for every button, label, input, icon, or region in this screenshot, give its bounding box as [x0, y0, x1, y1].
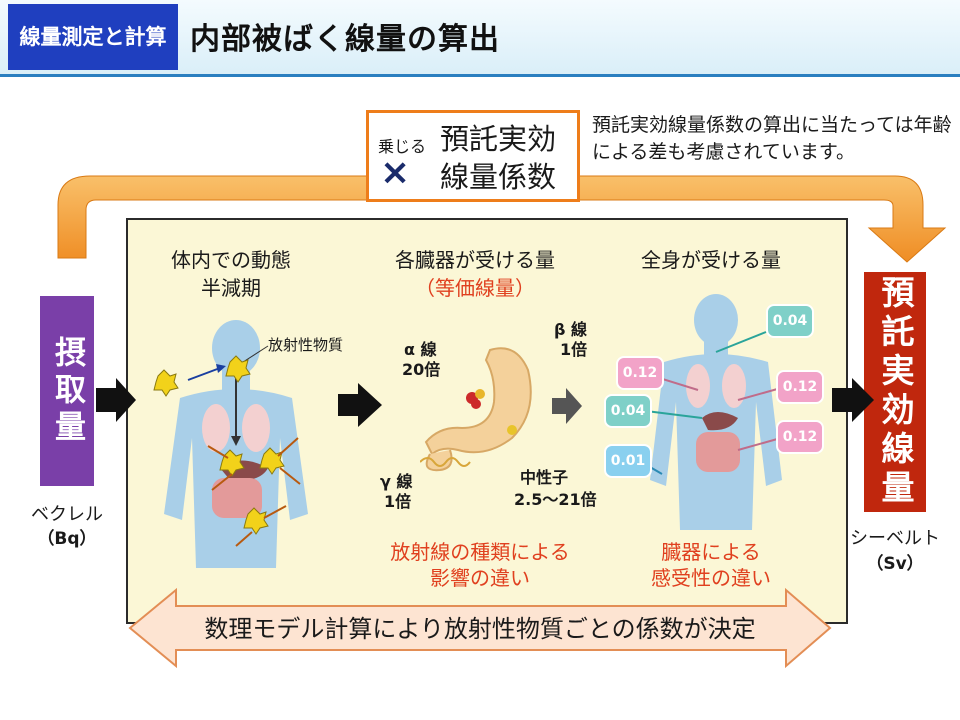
beta-ray-name: β 線 — [554, 320, 588, 339]
particle-icon — [225, 355, 251, 383]
coefficient-box — [366, 110, 580, 202]
weight-badge-skin: 0.01 — [604, 444, 652, 478]
gamma-ray-name: γ 線 — [380, 472, 413, 491]
panel2-subtitle: （等価線量） — [415, 276, 535, 300]
radiation-type-caption-line1: 放射線の種類による — [390, 540, 570, 564]
panel1-title-line2: 半減期 — [201, 276, 261, 300]
result-unit-name: シーベルト — [850, 528, 940, 549]
radiation-type-caption-line2: 影響の違い — [430, 566, 530, 590]
alpha-ray-name: α 線 — [404, 340, 437, 359]
arrow-step3-icon — [832, 378, 874, 422]
organ-sensitivity-caption-line2: 感受性の違い — [651, 566, 771, 590]
body-figure-2 — [637, 294, 789, 530]
multiply-icon: × — [380, 152, 411, 193]
beta-ray-factor: 1倍 — [560, 340, 588, 359]
intake-unit-name: ベクレル — [31, 504, 103, 525]
body-figure-1 — [153, 320, 308, 568]
weight-badge-thyroid: 0.04 — [766, 304, 814, 338]
panel1-title-line1: 体内での動態 — [171, 248, 291, 272]
neutron-factor: 2.5〜21倍 — [514, 490, 597, 509]
age-note: 預託実効線量係数の算出に当たっては年齢による差も考慮されています。 — [592, 114, 952, 163]
header-divider — [0, 74, 960, 77]
arrow-intake-icon — [96, 378, 136, 422]
weight-badge-lung: 0.12 — [616, 356, 664, 390]
arrow-step2-icon — [552, 388, 582, 424]
weight-badge-colon: 0.12 — [776, 420, 824, 454]
intake-box: 摂取量 — [40, 296, 94, 486]
panel2-title: 各臓器が受ける量 — [395, 248, 555, 272]
organ-sensitivity-caption-line1: 臓器による — [661, 540, 761, 564]
multiply-label: 乗じる — [378, 137, 427, 156]
weight-badge-stomach: 0.12 — [776, 370, 824, 404]
weight-badge-liver: 0.04 — [604, 394, 652, 428]
section-badge: 線量測定と計算 — [8, 4, 178, 70]
coefficient-title-line1: 預託実効 — [440, 122, 557, 156]
gamma-ray-factor: 1倍 — [384, 492, 412, 511]
intake-unit-symbol: （Bq） — [37, 529, 97, 549]
neutron-name: 中性子 — [520, 468, 569, 487]
particle-icon — [153, 369, 179, 397]
arrow-step1-icon — [338, 383, 382, 427]
particle-icon — [243, 507, 269, 535]
result-unit-symbol: （Sv） — [866, 554, 924, 574]
model-calculation-caption: 数理モデル計算により放射性物質ごとの係数が決定 — [204, 615, 756, 643]
alpha-ray-factor: 20倍 — [402, 360, 441, 379]
result-box: 預託実効線量 — [864, 272, 926, 512]
particle-icon — [259, 447, 285, 475]
coefficient-title-line2: 線量係数 — [440, 160, 557, 194]
panel3-title: 全身が受ける量 — [641, 248, 781, 272]
stomach-figure — [420, 347, 532, 472]
page-title: 内部被ばく線量の算出 — [190, 22, 500, 57]
radioactive-material-label: 放射性物質 — [268, 336, 344, 354]
